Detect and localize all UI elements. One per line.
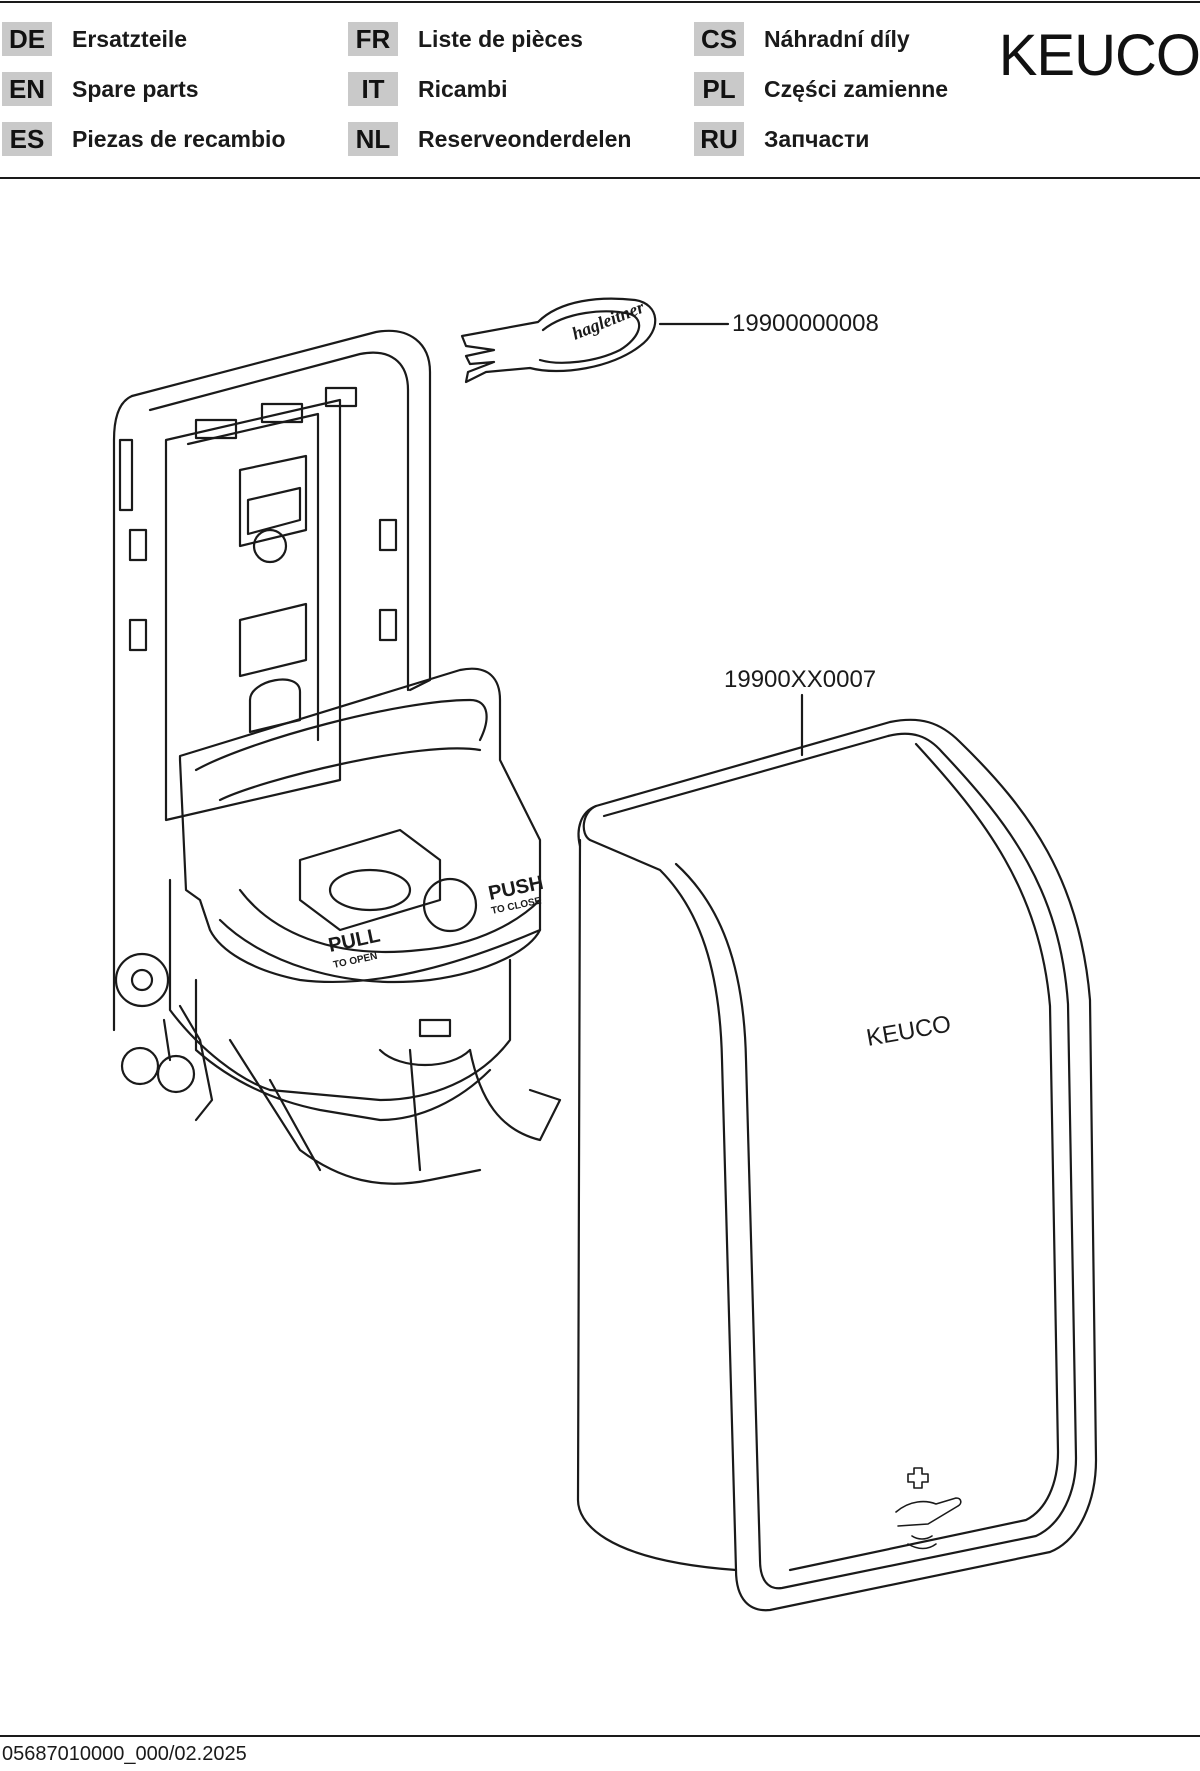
language-row-nl: NL Reserveonderdelen: [348, 122, 631, 156]
language-code-badge: FR: [348, 22, 398, 56]
cover-part-number: 19900XX0007: [724, 666, 877, 693]
language-row-fr: FR Liste de pièces: [348, 22, 583, 56]
language-row-en: EN Spare parts: [2, 72, 199, 106]
language-title: Запчасти: [764, 125, 870, 152]
language-row-de: DE Ersatzteile: [2, 22, 187, 56]
language-row-cs: CS Náhradní díly: [694, 22, 910, 56]
language-code-badge: RU: [694, 122, 744, 156]
cover-brand-logo: KEUCO: [864, 1010, 953, 1051]
language-row-es: ES Piezas de recambio: [2, 122, 286, 156]
language-title: Ricambi: [418, 75, 508, 102]
language-title: Ersatzteile: [72, 25, 188, 52]
language-code-badge: ES: [2, 122, 52, 156]
language-code-badge: DE: [2, 22, 52, 56]
language-title: Części zamienne: [764, 75, 949, 102]
language-title: Spare parts: [72, 75, 199, 102]
header-top-rule: [0, 1, 1200, 3]
dispenser-open-body: [112, 329, 562, 1185]
header-bottom-rule: [0, 177, 1200, 179]
language-code-badge: CS: [694, 22, 744, 56]
language-row-it: IT Ricambi: [348, 72, 507, 106]
document-number: 05687010000_000/02.2025: [2, 1743, 247, 1765]
language-code-badge: IT: [348, 72, 398, 106]
language-title: Piezas de recambio: [72, 125, 286, 152]
language-title: Náhradní díly: [764, 25, 910, 52]
language-row-ru: RU Запчасти: [694, 122, 869, 156]
brand-logo: KEUCO: [998, 23, 1200, 88]
language-title: Liste de pièces: [418, 25, 583, 52]
language-code-badge: EN: [2, 72, 52, 106]
language-code-badge: NL: [348, 122, 398, 156]
language-code-badge: PL: [694, 72, 744, 106]
language-title: Reserveonderdelen: [418, 125, 632, 152]
key-part-number: 19900000008: [732, 310, 879, 337]
dispenser-cover-part: [576, 693, 1098, 1612]
language-row-pl: PL Części zamienne: [694, 72, 948, 106]
dispenser-key-part: [460, 297, 730, 384]
footer-rule: [0, 1735, 1200, 1737]
